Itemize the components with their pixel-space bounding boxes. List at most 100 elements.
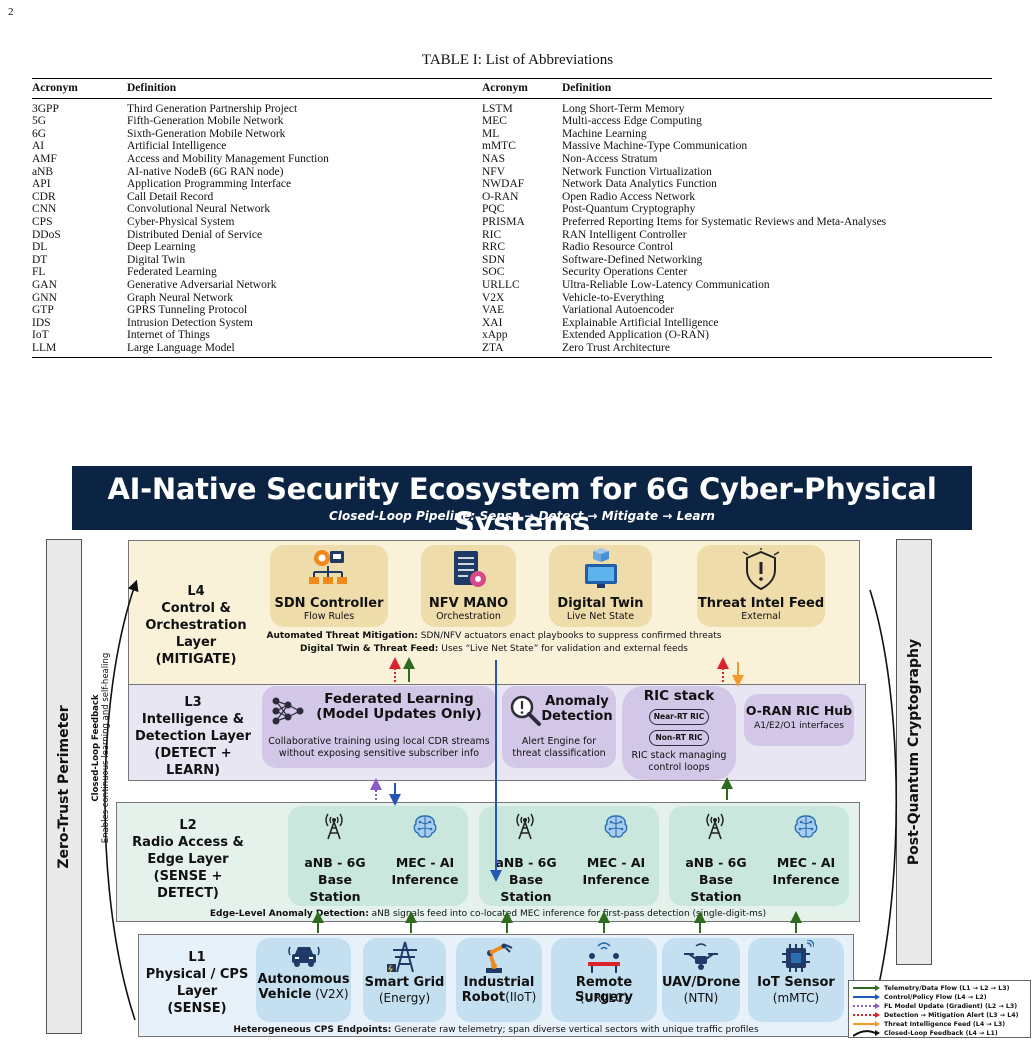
acronym-cell: NFV [482, 165, 506, 178]
nfv-mano-name: NFV MANO [428, 596, 509, 611]
acronym-cell: 5G [32, 115, 47, 128]
acronym-cell: LSTM [482, 102, 513, 115]
definition-cell: Massive Machine-Type Communication [562, 140, 748, 153]
legend-line-icon [853, 1003, 880, 1009]
acronym-cell: FL [32, 266, 46, 279]
shield-warning-icon [742, 548, 780, 591]
l4-description-2: Digital Twin & Threat Feed: Uses “Live N… [300, 644, 688, 654]
uav-drone-name: UAV/Drone [662, 975, 741, 990]
iot-sensor-name: IoT Sensor [757, 975, 835, 990]
acronym-cell: 6G [32, 127, 47, 140]
antenna-icon [513, 810, 537, 844]
figure-banner: AI-Native Security Ecosystem for 6G Cybe… [72, 466, 972, 540]
acronym-cell: GAN [32, 278, 57, 291]
antenna-icon [322, 810, 346, 844]
definition-cell: Application Programming Interface [127, 178, 292, 191]
table-header-row: Acronym Definition Acronym Definition [32, 78, 992, 99]
header-definition-1: Definition [127, 78, 482, 99]
definition-cell: Radio Resource Control [562, 241, 674, 254]
acronym-cell: PRISMA [482, 215, 525, 228]
definition-cell: Third Generation Partnership Project [127, 102, 298, 115]
iot-sensor-tile: IoT Sensor (mMTC) [748, 938, 844, 1022]
legend-line-icon [852, 1030, 880, 1037]
legend-item: FL Model Update (Gradient) (L2 → L3) [853, 1002, 1017, 1010]
legend-line-icon [853, 1012, 880, 1018]
acronym-cell: DDoS [32, 228, 61, 241]
definition-cell: Artificial Intelligence [127, 140, 227, 153]
brain-circuit-icon [601, 812, 631, 846]
l4-description-1: Automated Threat Mitigation: SDN/NFV act… [266, 631, 722, 641]
non-rt-ric-pill: Non-RT RIC [649, 730, 709, 746]
sdn-controller-sub: Flow Rules [303, 611, 355, 622]
remote-surgery-tile: Remote Surgery (URLLC) [551, 938, 657, 1022]
surgery-icon [588, 942, 620, 973]
legend-label: FL Model Update (Gradient) (L2 → L3) [884, 1003, 1018, 1010]
definition-cell: Machine Learning [562, 127, 647, 140]
legend-label: Detection → Mitigation Alert (L3 → L4) [884, 1012, 1019, 1019]
post-quantum-cryptography-bar: Post-Quantum Cryptography [896, 539, 932, 965]
monitor-cube-icon [585, 548, 617, 588]
acronym-cell: VAE [482, 304, 505, 317]
l1-description: Heterogeneous CPS Endpoints: Generate ra… [233, 1025, 759, 1035]
uav-drone-tag: (NTN) [683, 991, 719, 1005]
acronym-cell: LLM [32, 341, 127, 359]
acronym-cell: mMTC [482, 140, 516, 153]
header-acronym-1: Acronym [32, 78, 127, 99]
legend-line-icon [853, 994, 880, 1000]
chip-sensor-icon [782, 940, 814, 972]
acronym-cell: GNN [32, 291, 57, 304]
l2-description: Edge-Level Anomaly Detection: aNB signal… [209, 909, 767, 919]
definition-cell: Network Data Analytics Function [562, 178, 717, 191]
feedback-curve-right [866, 589, 897, 1026]
header-acronym-2: Acronym [482, 78, 562, 99]
legend-line-icon [853, 1021, 880, 1027]
digital-twin-name: Digital Twin [557, 596, 644, 611]
smart-grid-tile: Smart Grid (Energy) [363, 938, 446, 1022]
definition-cell: Ultra-Reliable Low-Latency Communication [562, 278, 770, 291]
threat-intel-feed-tile: Threat Intel Feed External [697, 545, 825, 627]
zero-trust-label: Zero-Trust Perimeter [56, 704, 72, 869]
drone-icon [684, 943, 718, 970]
car-signal-icon [288, 946, 320, 967]
definition-cell: Internet of Things [127, 329, 210, 342]
definition-cell: Open Radio Access Network [562, 190, 696, 203]
oran-ric-hub-tile: O-RAN RIC Hub A1/E2/O1 interfaces [744, 694, 854, 746]
definition-cell: Deep Learning [127, 241, 196, 254]
acronym-cell: NWDAF [482, 178, 525, 191]
legend-line-icon [853, 985, 880, 991]
feedback-description: Enables continuous learning and self-hea… [101, 652, 111, 844]
header-definition-2: Definition [562, 78, 992, 99]
acronym-cell: aNB [32, 165, 54, 178]
fl-title: Federated Learning(Model Updates Only) [316, 691, 482, 722]
acronym-cell: PQC [482, 203, 505, 216]
nfv-mano-sub: Orchestration [436, 611, 501, 622]
acronym-cell: xApp [482, 329, 508, 342]
acronym-cell: IDS [32, 316, 51, 329]
acronym-cell: API [32, 178, 51, 191]
definition-cell: Digital Twin [127, 253, 186, 266]
definition-cell: Distributed Denial of Service [127, 228, 263, 241]
robot-arm-icon [486, 943, 513, 973]
zero-trust-perimeter-bar: Zero-Trust Perimeter [46, 539, 82, 1034]
acronym-cell: URLLC [482, 278, 520, 291]
definition-cell: Graph Neural Network [127, 291, 234, 304]
